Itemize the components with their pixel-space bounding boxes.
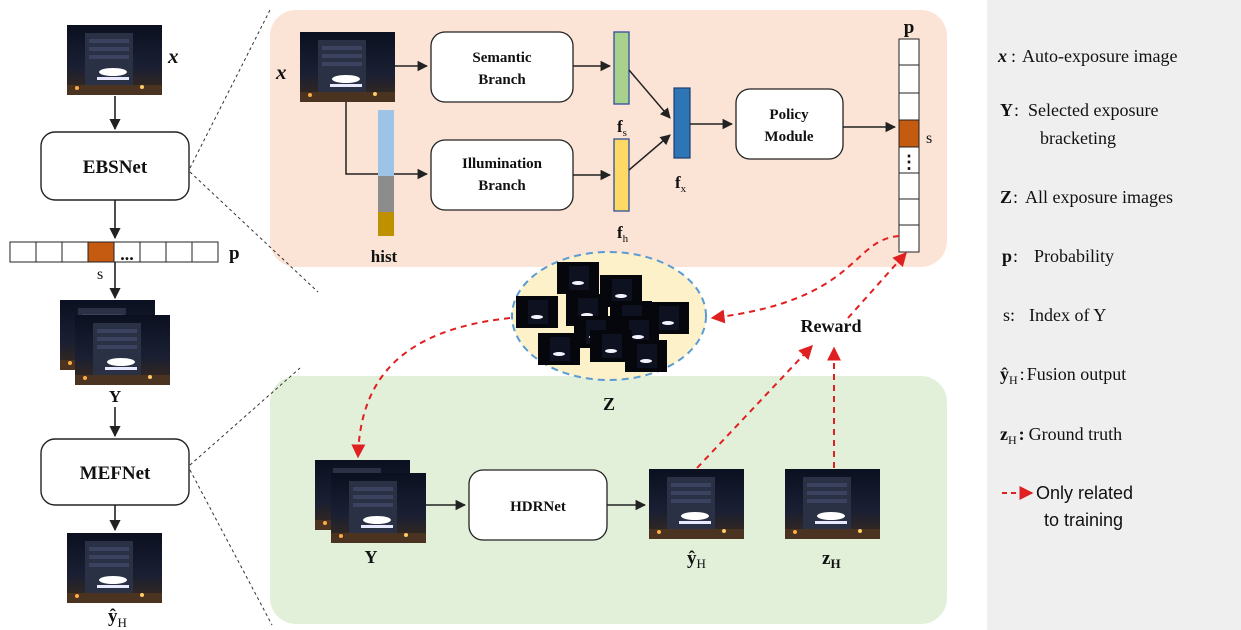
- legend-item-training: Only related: [1036, 483, 1133, 503]
- index-label: s: [97, 266, 103, 283]
- input-photo: [67, 25, 162, 95]
- reward-label: Reward: [801, 316, 862, 336]
- legend-item-training-line2: to training: [1044, 510, 1123, 530]
- prob-label: p: [229, 243, 240, 264]
- bottom-panel: [270, 376, 947, 624]
- panel-index-label: s: [926, 130, 932, 147]
- ebsnet-label: EBSNet: [83, 157, 148, 178]
- panel-vdots: ⋮: [900, 152, 918, 172]
- policy-module-box: [735, 88, 844, 160]
- feature-fx: [673, 87, 691, 159]
- legend-item-p: p:Probability: [1002, 246, 1114, 266]
- input-label: x: [167, 44, 179, 68]
- legend-item-yhat: ŷH:Fusion output: [1000, 364, 1126, 387]
- zoom-line: [189, 469, 273, 626]
- legend-item-y: Y:Selected exposure: [1000, 100, 1158, 120]
- legend-panel: [987, 0, 1241, 630]
- zoom-line: [189, 9, 271, 169]
- legend-item-y-line2: bracketing: [1040, 128, 1116, 148]
- hist-label: hist: [371, 247, 398, 266]
- bottom-y-label: Y: [365, 547, 378, 567]
- legend-item-zh: zH:Ground truth: [1000, 424, 1122, 447]
- ground-truth-photo: [785, 469, 880, 539]
- legend-item-z: Z:All exposure images: [1000, 187, 1173, 207]
- legend: x:Auto-exposure image Y:Selected exposur…: [997, 46, 1177, 530]
- probability-vector: [9, 241, 219, 263]
- yhat-label: ŷH: [687, 548, 706, 571]
- feature-fs: [613, 31, 630, 105]
- output-label: ŷH: [108, 606, 127, 630]
- zoom-line: [189, 171, 319, 293]
- histogram-bar: [378, 110, 394, 236]
- illumination-branch-box: [430, 139, 574, 211]
- z-label: Z: [603, 394, 615, 414]
- legend-item-s: s:Index of Y: [1003, 305, 1106, 325]
- panel-prob-label: p: [904, 17, 915, 38]
- feature-fh: [613, 138, 630, 212]
- training-arrows: [351, 235, 907, 469]
- fh-label: fh: [617, 223, 629, 245]
- zh-label: zH: [822, 548, 841, 571]
- semantic-branch-label: Branch: [478, 72, 526, 88]
- illumination-branch-label: Branch: [478, 178, 526, 194]
- hdrnet-label: HDRNet: [510, 499, 566, 515]
- fs-label: fs: [617, 117, 627, 139]
- selected-cell: [87, 241, 115, 263]
- fusion-output-photo: [649, 469, 744, 539]
- fx-label: fx: [675, 173, 687, 195]
- semantic-branch-label: Semantic: [472, 50, 532, 66]
- prob-dots: ...: [120, 244, 134, 264]
- legend-item-x: x:Auto-exposure image: [997, 46, 1177, 66]
- output-photo: [67, 533, 162, 603]
- bottom-selected-exposures: [315, 460, 426, 543]
- panel-input-label: x: [275, 60, 287, 84]
- illumination-branch-label: Illumination: [462, 156, 543, 172]
- mefnet-label: MEFNet: [80, 463, 151, 484]
- panel-selected-cell: [898, 119, 920, 148]
- panel-probability-vector: [898, 38, 920, 253]
- zoom-line: [189, 367, 301, 466]
- selected-label: Y: [109, 387, 121, 406]
- panel-input-photo: [300, 32, 395, 102]
- semantic-branch-box: [430, 31, 574, 103]
- policy-module-label: Module: [764, 129, 814, 145]
- selected-exposures: [60, 300, 170, 385]
- policy-module-label: Policy: [769, 107, 809, 123]
